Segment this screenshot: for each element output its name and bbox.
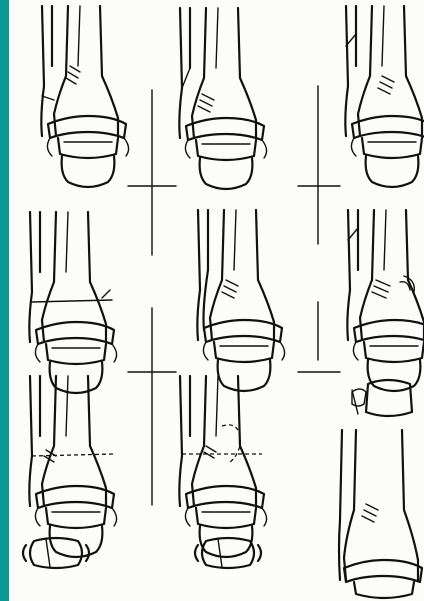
ankle-drawing-a2	[29, 212, 116, 393]
ankle-drawing-b2	[197, 210, 284, 391]
divider-lines	[128, 86, 340, 505]
ankle-drawing-c3	[339, 430, 422, 598]
ankle-drawing-c1	[345, 6, 424, 187]
ankle-drawing-a1	[41, 6, 128, 187]
ankle-drawing-b3	[179, 376, 266, 557]
ankle-drawing-a3	[29, 376, 116, 557]
section-drawing-b3	[195, 538, 261, 568]
section-drawing-c3	[352, 380, 412, 416]
ankle-drawing-b1	[179, 8, 266, 189]
ankle-drawing-c2	[347, 210, 424, 391]
